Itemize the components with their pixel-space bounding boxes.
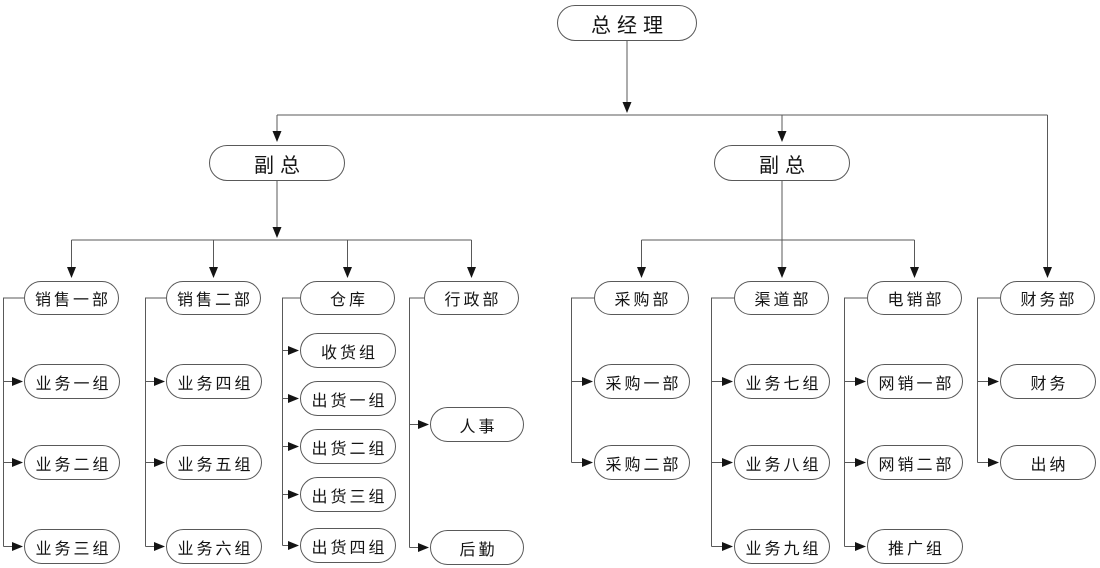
node-sales-team-1: 业务一组 (24, 364, 120, 399)
node-sales-team-4: 业务四组 (166, 364, 262, 399)
node-sales-team-9: 业务九组 (734, 529, 830, 564)
node-deputy-left: 副总 (209, 145, 345, 181)
node-sales-dept-2: 销售二部 (166, 281, 261, 315)
node-finance: 财务 (1000, 364, 1096, 399)
node-sales-team-6: 业务六组 (166, 529, 262, 564)
node-cashier: 出纳 (1000, 445, 1096, 480)
node-sales-team-3: 业务三组 (24, 529, 120, 564)
node-sales-team-5: 业务五组 (166, 445, 262, 480)
node-purchasing-div-2: 采购二部 (594, 445, 690, 480)
node-receiving-team: 收货组 (300, 333, 396, 368)
node-online-sales-div-1: 网销一部 (867, 364, 963, 399)
node-channel-dept: 渠道部 (734, 281, 829, 315)
node-shipping-team-2: 出货二组 (300, 429, 396, 464)
node-shipping-team-4: 出货四组 (300, 528, 396, 563)
node-shipping-team-3: 出货三组 (300, 477, 396, 512)
node-deputy-right: 副总 (714, 145, 850, 181)
node-telesales-dept: 电销部 (867, 281, 962, 315)
node-sales-team-8: 业务八组 (734, 445, 830, 480)
node-finance-dept: 财务部 (1000, 281, 1095, 315)
node-purchasing-dept: 采购部 (594, 281, 689, 315)
node-online-sales-div-2: 网销二部 (867, 445, 963, 480)
node-hr: 人事 (430, 407, 524, 442)
node-sales-team-7: 业务七组 (734, 364, 830, 399)
node-shipping-team-1: 出货一组 (300, 381, 396, 416)
node-sales-team-2: 业务二组 (24, 445, 120, 480)
node-admin-dept: 行政部 (424, 281, 519, 315)
node-logistics: 后勤 (430, 530, 524, 565)
node-general-manager: 总经理 (557, 5, 697, 41)
node-sales-dept-1: 销售一部 (24, 281, 119, 315)
node-purchasing-div-1: 采购一部 (594, 364, 690, 399)
node-warehouse: 仓库 (300, 281, 395, 315)
node-promotion-team: 推广组 (867, 529, 963, 564)
